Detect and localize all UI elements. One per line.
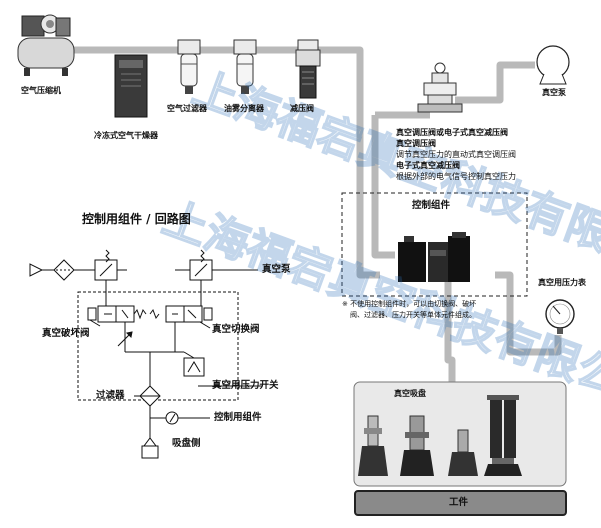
label-vacuum-pump-top: 真空泵 <box>542 88 566 97</box>
label-compressor: 空气压缩机 <box>21 86 61 95</box>
air-pipes <box>72 46 562 382</box>
vacuum-pump-icon <box>536 45 570 85</box>
workpiece <box>354 490 567 516</box>
circuit-lines <box>29 249 262 459</box>
circuit-filter: 过滤器 <box>96 390 125 401</box>
control-unit-note-1: ※ 不使用控制组件时，可以由切换阀、破坏 <box>342 300 477 308</box>
label-reducer: 减压阀 <box>290 104 314 113</box>
pads-label: 真空吸盘 <box>394 389 426 398</box>
reducer-icon <box>295 39 321 99</box>
control-unit-box <box>341 192 528 297</box>
circuit-title: 控制用组件 / 回路图 <box>82 212 191 226</box>
regulator-title: 真空调压阀或电子式真空减压阀 <box>396 128 508 137</box>
regulator-line-2: 根据外部的电气信号控制真空压力 <box>396 172 516 181</box>
regulator-line-1: 调节真空压力的直动式真空调压阀 <box>396 150 516 159</box>
control-unit-icon <box>398 232 470 282</box>
vacuum-regulator-icon <box>417 62 463 113</box>
circuit-pad-side: 吸盘侧 <box>172 438 201 449</box>
oil-separator-icon <box>233 39 257 94</box>
circuit-pressure-switch: 真空用压力开关 <box>212 380 279 391</box>
dryer-icon <box>114 54 148 118</box>
control-unit-label: 控制组件 <box>412 200 451 211</box>
workpiece-label: 工件 <box>449 497 469 508</box>
regulator-head-2: 电子式真空减压阀 <box>396 161 460 170</box>
circuit-vacuum-pump: 真空泵 <box>262 264 291 275</box>
label-dryer: 冷冻式空气干燥器 <box>94 131 158 140</box>
gauge-label: 真空用压力表 <box>538 278 586 287</box>
circuit-switch-valve: 真空切换阀 <box>212 324 260 335</box>
label-air-filter: 空气过滤器 <box>167 104 207 113</box>
label-oil-separator: 油雾分离器 <box>224 104 264 113</box>
circuit-break-valve: 真空破坏阀 <box>42 328 90 339</box>
control-unit-note-2: 阀、过滤器、压力开关等单体元件组成。 <box>350 311 476 319</box>
air-filter-icon <box>177 39 201 94</box>
vacuum-gauge-icon <box>545 299 575 334</box>
circuit-control-unit: 控制用组件 <box>214 412 262 423</box>
regulator-head-1: 真空调压阀 <box>396 139 436 148</box>
compressor-icon <box>17 14 75 76</box>
vacuum-pads-icon <box>358 395 522 476</box>
